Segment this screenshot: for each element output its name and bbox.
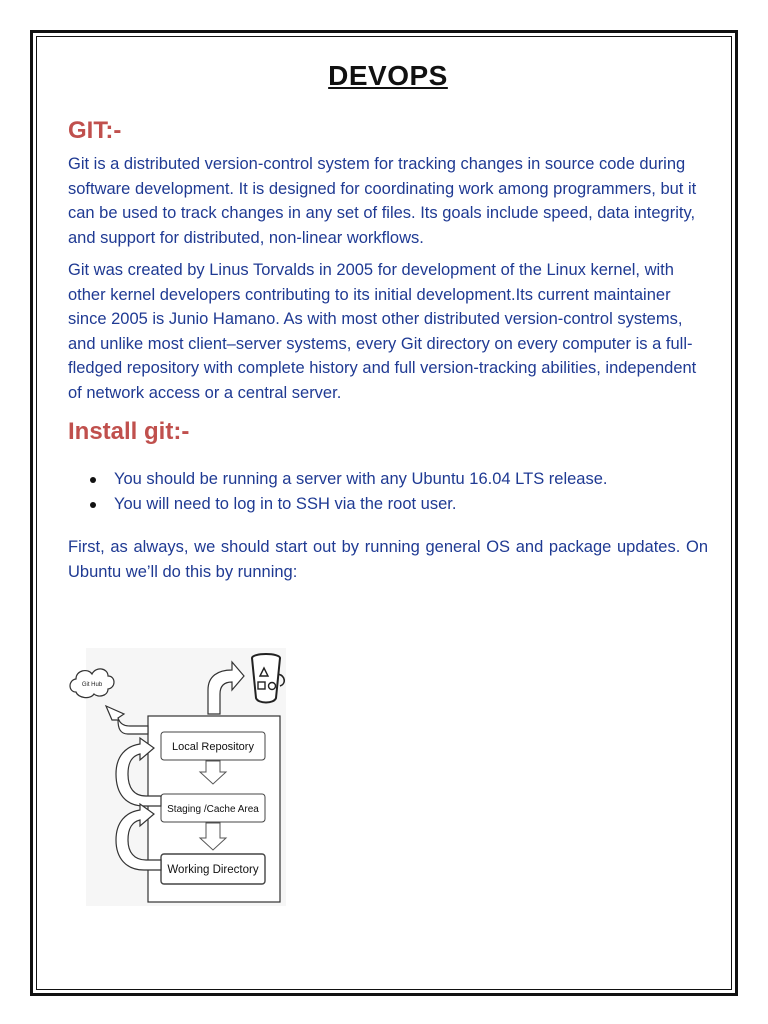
- page-border-outer: [30, 30, 738, 996]
- local-repository-box: [160, 731, 266, 761]
- commit-arrow-icon: [115, 736, 162, 807]
- add-arrow-icon: [115, 802, 162, 871]
- list-item-text: You will need to log in to SSH via the r…: [114, 495, 457, 513]
- cloud-arrow-icon: [104, 704, 149, 735]
- install-paragraph: First, as always, we should start out by…: [68, 538, 708, 581]
- git-workflow-diagram: Git Hub Local Repository Staging /Cache …: [68, 648, 308, 906]
- list-item-text: You should be running a server with any …: [114, 470, 608, 488]
- git-paragraph-1: Git is a distributed version-control sys…: [68, 155, 697, 247]
- document-body: DEVOPS GIT:- Git is a distributed versio…: [68, 54, 708, 584]
- install-heading: Install git:-: [68, 418, 190, 445]
- staging-area-box: [160, 793, 266, 823]
- local-repository-label: Local Repository: [172, 741, 254, 753]
- push-arrow-icon: [207, 660, 245, 715]
- git-heading: GIT:-: [68, 117, 122, 144]
- cloud-label: Git Hub: [82, 682, 103, 688]
- down-arrow-icon: [198, 760, 228, 785]
- staging-area-label: Staging /Cache Area: [167, 804, 259, 815]
- down-arrow-icon: [198, 822, 228, 851]
- list-item: You should be running a server with any …: [90, 467, 708, 492]
- bucket-icon: [251, 653, 286, 704]
- git-paragraph-2: Git was created by Linus Torvalds in 200…: [68, 261, 697, 402]
- bullet-icon: [90, 477, 96, 483]
- requirements-list: You should be running a server with any …: [90, 467, 708, 517]
- working-directory-label: Working Directory: [167, 864, 258, 876]
- bullet-icon: [90, 502, 96, 508]
- cloud-icon: [69, 668, 115, 699]
- page-title: DEVOPS: [328, 60, 448, 91]
- list-item: You will need to log in to SSH via the r…: [90, 492, 708, 517]
- page-border-inner: [36, 36, 732, 990]
